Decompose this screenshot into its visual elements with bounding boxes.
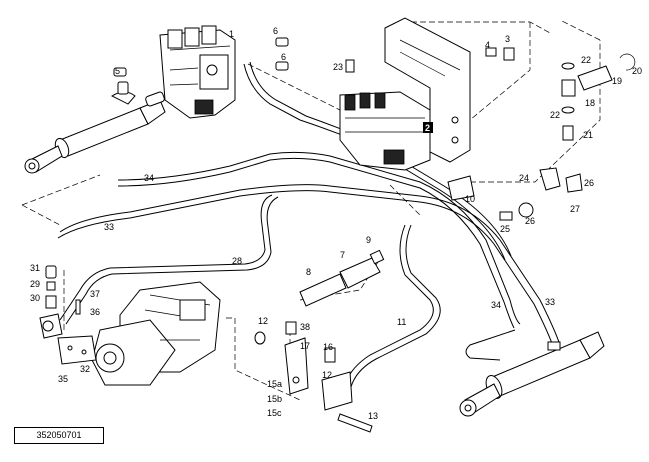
callout-1: 1 (229, 29, 234, 39)
callout-10: 10 (465, 194, 475, 204)
callout-25: 25 (500, 224, 510, 234)
callout-6b: 6 (281, 52, 286, 62)
callout-29: 29 (30, 279, 40, 289)
callout-5: 5 (115, 66, 120, 76)
valve-bracket (384, 17, 471, 163)
callout-24: 24 (519, 173, 529, 183)
callout-35: 35 (58, 374, 68, 384)
callout-20: 20 (632, 66, 642, 76)
callout-8: 8 (306, 267, 311, 277)
callout-31: 31 (30, 263, 40, 273)
callout-3: 3 (505, 34, 510, 44)
callout-13: 13 (368, 411, 378, 421)
callout-32: 32 (80, 364, 90, 374)
hydraulic-pump (91, 281, 221, 386)
hoses (57, 61, 561, 388)
callout-15a: 15a (267, 379, 282, 389)
callout-4: 4 (485, 40, 490, 50)
callout-18: 18 (585, 98, 595, 108)
callout-labels: 1 2 3 4 5 6 6 7 8 9 10 11 12 12 13 15a 1… (30, 26, 642, 421)
callout-28: 28 (232, 256, 242, 266)
callout-37: 37 (90, 289, 100, 299)
callout-33b: 33 (545, 297, 555, 307)
callout-12a: 12 (258, 316, 268, 326)
callout-36: 36 (90, 307, 100, 317)
callout-6a: 6 (273, 26, 278, 36)
callout-22b: 22 (550, 110, 560, 120)
cylinder-upper (24, 81, 166, 174)
control-valve-2 (339, 91, 431, 171)
callout-16: 16 (323, 342, 333, 352)
callout-19: 19 (612, 76, 622, 86)
cartridge-valve (299, 249, 385, 307)
control-valve-1 (159, 25, 236, 119)
callout-22a: 22 (581, 55, 591, 65)
reference-number: 352050701 (14, 427, 104, 444)
mounting-bracket-17 (254, 321, 373, 433)
cylinder-lower (459, 331, 605, 417)
callout-34a: 34 (144, 173, 154, 183)
callout-17: 17 (300, 341, 310, 351)
callout-34b: 34 (491, 300, 501, 310)
callout-26a: 26 (584, 178, 594, 188)
callout-15b: 15b (267, 394, 282, 404)
callout-26b: 26 (525, 216, 535, 226)
callout-30: 30 (30, 293, 40, 303)
right-fittings (113, 37, 636, 221)
callout-38: 38 (300, 322, 310, 332)
callout-27: 27 (570, 204, 580, 214)
callout-33a: 33 (104, 222, 114, 232)
callout-12b: 12 (322, 370, 332, 380)
callout-9: 9 (366, 235, 371, 245)
callout-2: 2 (425, 123, 430, 133)
callout-21: 21 (583, 130, 593, 140)
callout-15c: 15c (267, 408, 282, 418)
callout-11: 11 (397, 317, 406, 327)
callout-23: 23 (333, 62, 343, 72)
fitting-bracket-32 (39, 265, 97, 365)
callout-7: 7 (340, 250, 345, 260)
